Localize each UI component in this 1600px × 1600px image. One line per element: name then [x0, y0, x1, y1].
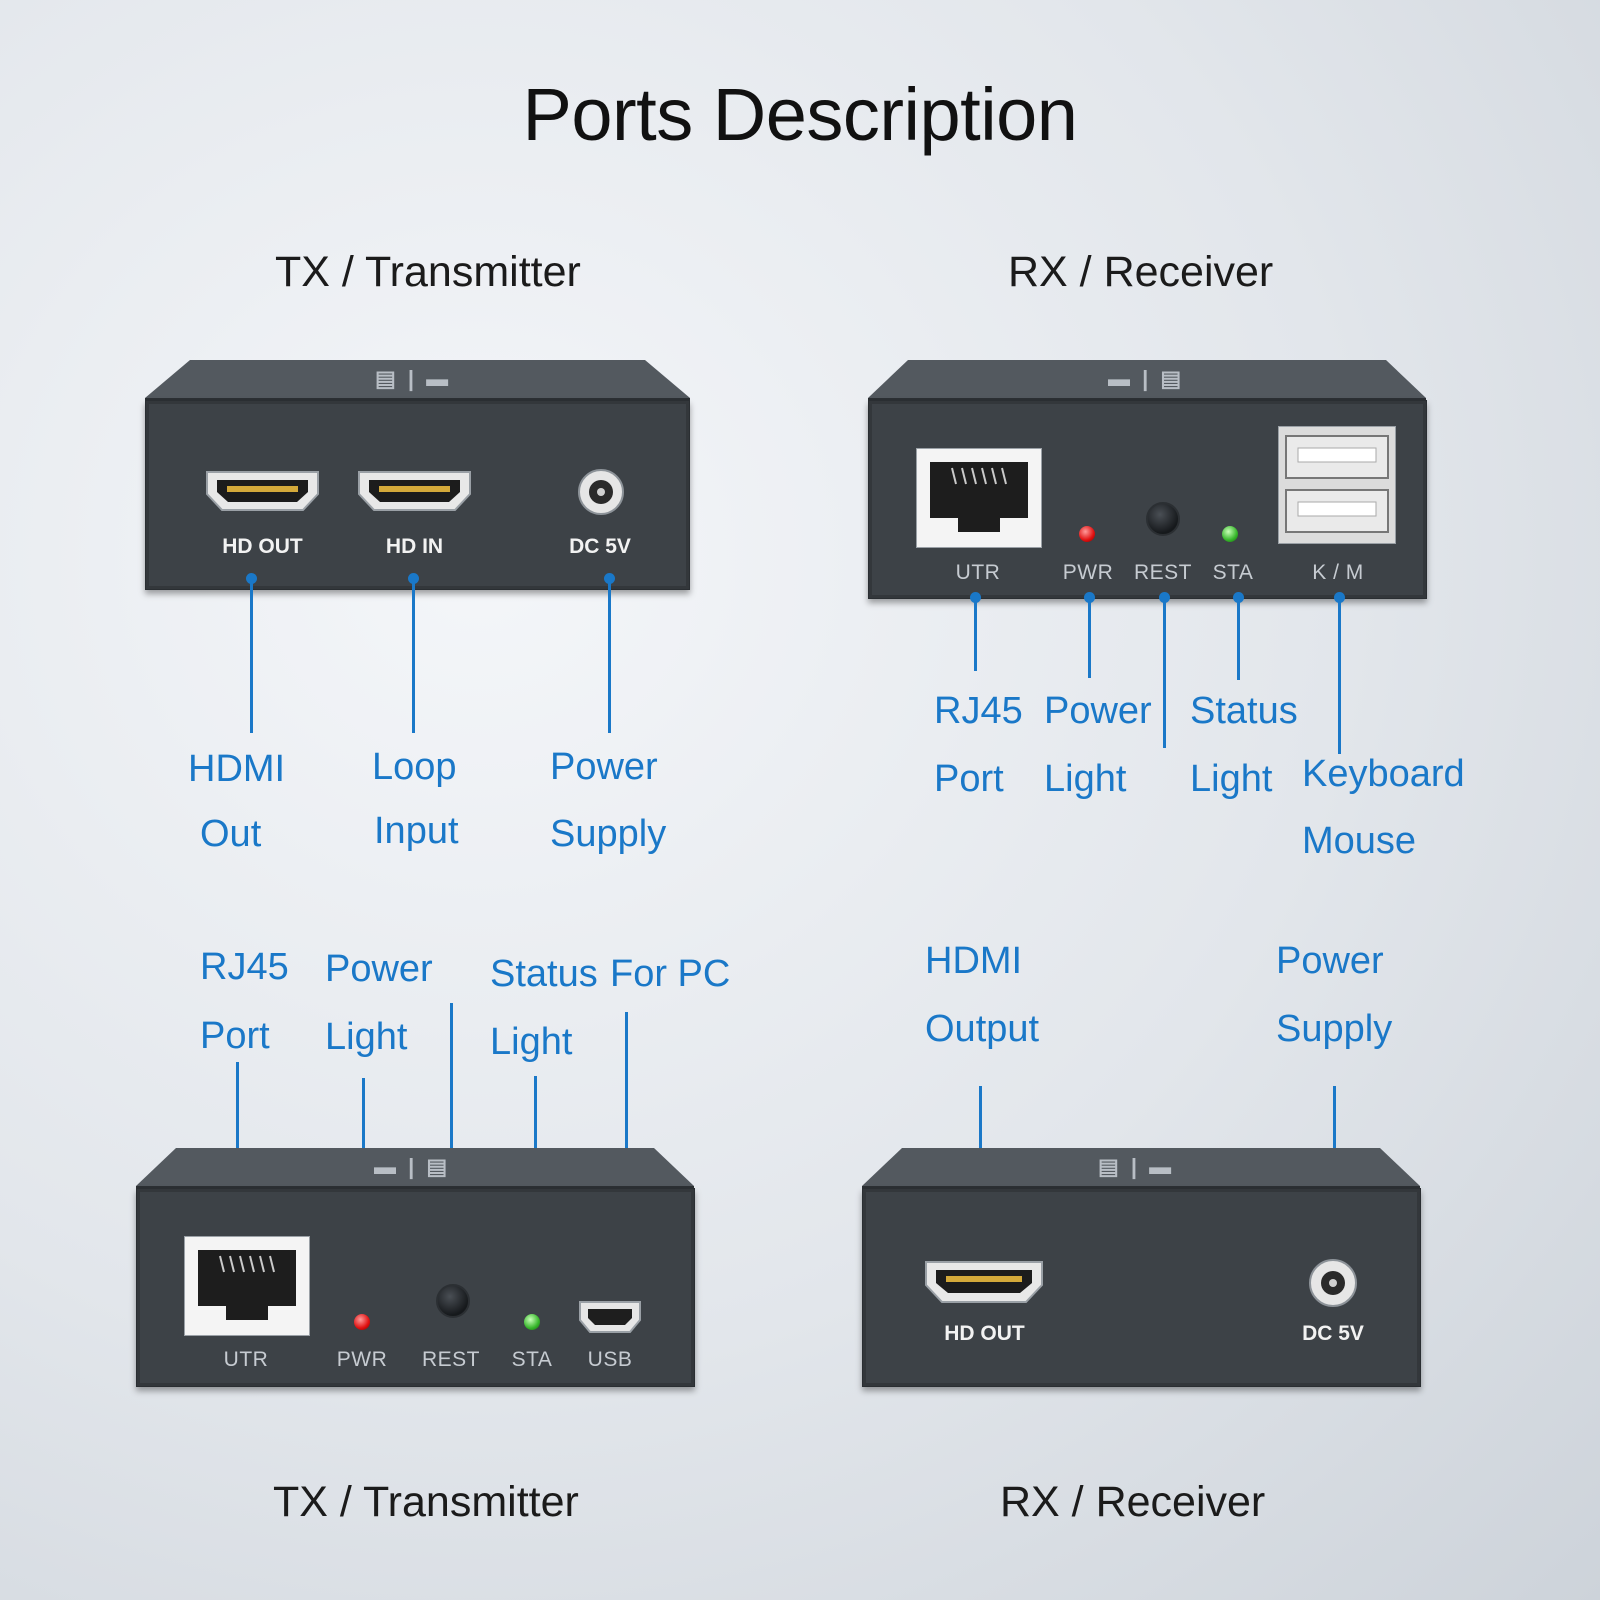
port-label-sta: STA: [1212, 561, 1254, 584]
caption-tx-status-light-2: Light: [490, 1021, 573, 1063]
page-title: Ports Description: [522, 73, 1078, 156]
caption-power-light-1: Power: [1044, 690, 1152, 732]
caption-tx-rj45-1: RJ45: [200, 946, 289, 988]
dc-jack-icon: [1309, 1259, 1357, 1307]
mini-usb-port-icon: [579, 1301, 641, 1333]
dc-jack-icon: [578, 469, 624, 515]
caption-loop-input-1: Loop: [372, 746, 457, 788]
caption-keyboard-mouse-1: Keyboard: [1302, 753, 1465, 795]
caption-rx-hdmi-output-1: HDMI: [925, 940, 1023, 982]
port-label-hd-in: HD IN: [385, 535, 444, 558]
rj45-port-icon: [916, 448, 1042, 548]
port-label-hd-out: HD OUT: [222, 535, 303, 558]
port-label-dc-5v: DC 5V: [1302, 1322, 1364, 1345]
callout-line-power-supply: [608, 578, 611, 733]
callout-line-reset: [1163, 596, 1166, 748]
device-logo: ▤ | ▬: [375, 366, 452, 391]
device-mark: |: [408, 1154, 418, 1179]
port-label-utr: UTR: [223, 1348, 269, 1371]
caption-tx-power-light-1: Power: [325, 948, 433, 990]
port-label-rest: REST: [1133, 561, 1192, 584]
callout-line-tx-reset: [450, 1003, 453, 1245]
caption-hdmi-out-2: Out: [200, 813, 262, 855]
callout-line-tx-rj45: [236, 1062, 239, 1207]
device-logo: ▬ | ▤: [374, 1154, 451, 1179]
sta-led: [524, 1314, 540, 1330]
port-label-utr: UTR: [955, 561, 1001, 584]
port-label-pwr: PWR: [1062, 561, 1114, 584]
caption-rx-hdmi-output-2: Output: [925, 1008, 1040, 1050]
device-mark: |: [1130, 1154, 1141, 1179]
tx-front-device: ▤ | ▬ HD OUT HD IN DC 5V: [145, 360, 690, 590]
port-label-hd-out: HD OUT: [944, 1322, 1025, 1345]
caption-tx-status-light-1: Status: [490, 953, 598, 995]
caption-rj45-2: Port: [934, 758, 1004, 800]
hdmi-in-port-icon: [358, 471, 471, 511]
callout-line-status-light: [1237, 596, 1240, 680]
hdmi-out-port-icon: [206, 471, 319, 511]
device-logo: ▬ | ▤: [1108, 366, 1185, 391]
device-logo: ▤ | ▬: [1098, 1154, 1175, 1179]
caption-rx-power-supply-2: Supply: [1276, 1008, 1393, 1050]
callout-line-loop-input: [412, 578, 415, 733]
tx-back-device: ▬ | ▤ UTR PWR REST STA USB: [136, 1148, 696, 1388]
section-title-rx-top: RX / Receiver: [1008, 248, 1274, 296]
caption-tx-rj45-2: Port: [200, 1015, 270, 1057]
caption-rx-power-supply-1: Power: [1276, 940, 1384, 982]
device-mark: |: [407, 366, 418, 391]
section-title-tx-bottom: TX / Transmitter: [273, 1478, 579, 1526]
sta-led: [1222, 526, 1238, 542]
callout-line-for-pc: [625, 1012, 628, 1278]
caption-power-light-2: Light: [1044, 758, 1127, 800]
caption-status-light-2: Light: [1190, 758, 1273, 800]
usb-stack-icon: [1278, 426, 1396, 544]
caption-status-light-1: Status: [1190, 690, 1298, 732]
caption-power-supply-1: Power: [550, 746, 658, 788]
rx-front-device: ▤ | ▬ HD OUT DC 5V: [862, 1148, 1422, 1388]
caption-keyboard-mouse-2: Mouse: [1302, 820, 1417, 862]
device-mark: |: [1142, 366, 1152, 391]
caption-rj45-1: RJ45: [934, 690, 1023, 732]
caption-power-supply-2: Supply: [550, 813, 667, 855]
section-title-tx-top: TX / Transmitter: [275, 248, 581, 296]
port-label-rest: REST: [421, 1348, 480, 1371]
pwr-led: [354, 1314, 370, 1330]
caption-tx-power-light-2: Light: [325, 1016, 408, 1058]
callout-line-rj45: [974, 596, 977, 671]
caption-for-pc: For PC: [610, 953, 731, 995]
rx-back-device: ▬ | ▤ UTR PWR REST STA K / M: [868, 360, 1428, 600]
rj45-port-icon: [184, 1236, 310, 1336]
caption-loop-input-2: Input: [374, 810, 459, 852]
section-title-rx-bottom: RX / Receiver: [1000, 1478, 1266, 1526]
reset-button: [436, 1284, 470, 1318]
port-label-pwr: PWR: [336, 1348, 388, 1371]
reset-button: [1146, 502, 1180, 536]
hdmi-out-port-icon: [925, 1261, 1043, 1303]
port-label-usb: USB: [587, 1348, 633, 1371]
port-label-dc-5v: DC 5V: [569, 535, 631, 558]
callout-line-keyboard-mouse: [1338, 596, 1341, 754]
port-label-sta: STA: [511, 1348, 553, 1371]
caption-hdmi-out-1: HDMI: [188, 748, 286, 790]
pwr-led: [1079, 526, 1095, 542]
callout-line-hdmi-out: [250, 578, 253, 733]
port-label-km: K / M: [1312, 561, 1364, 584]
callout-line-power-light: [1088, 596, 1091, 678]
